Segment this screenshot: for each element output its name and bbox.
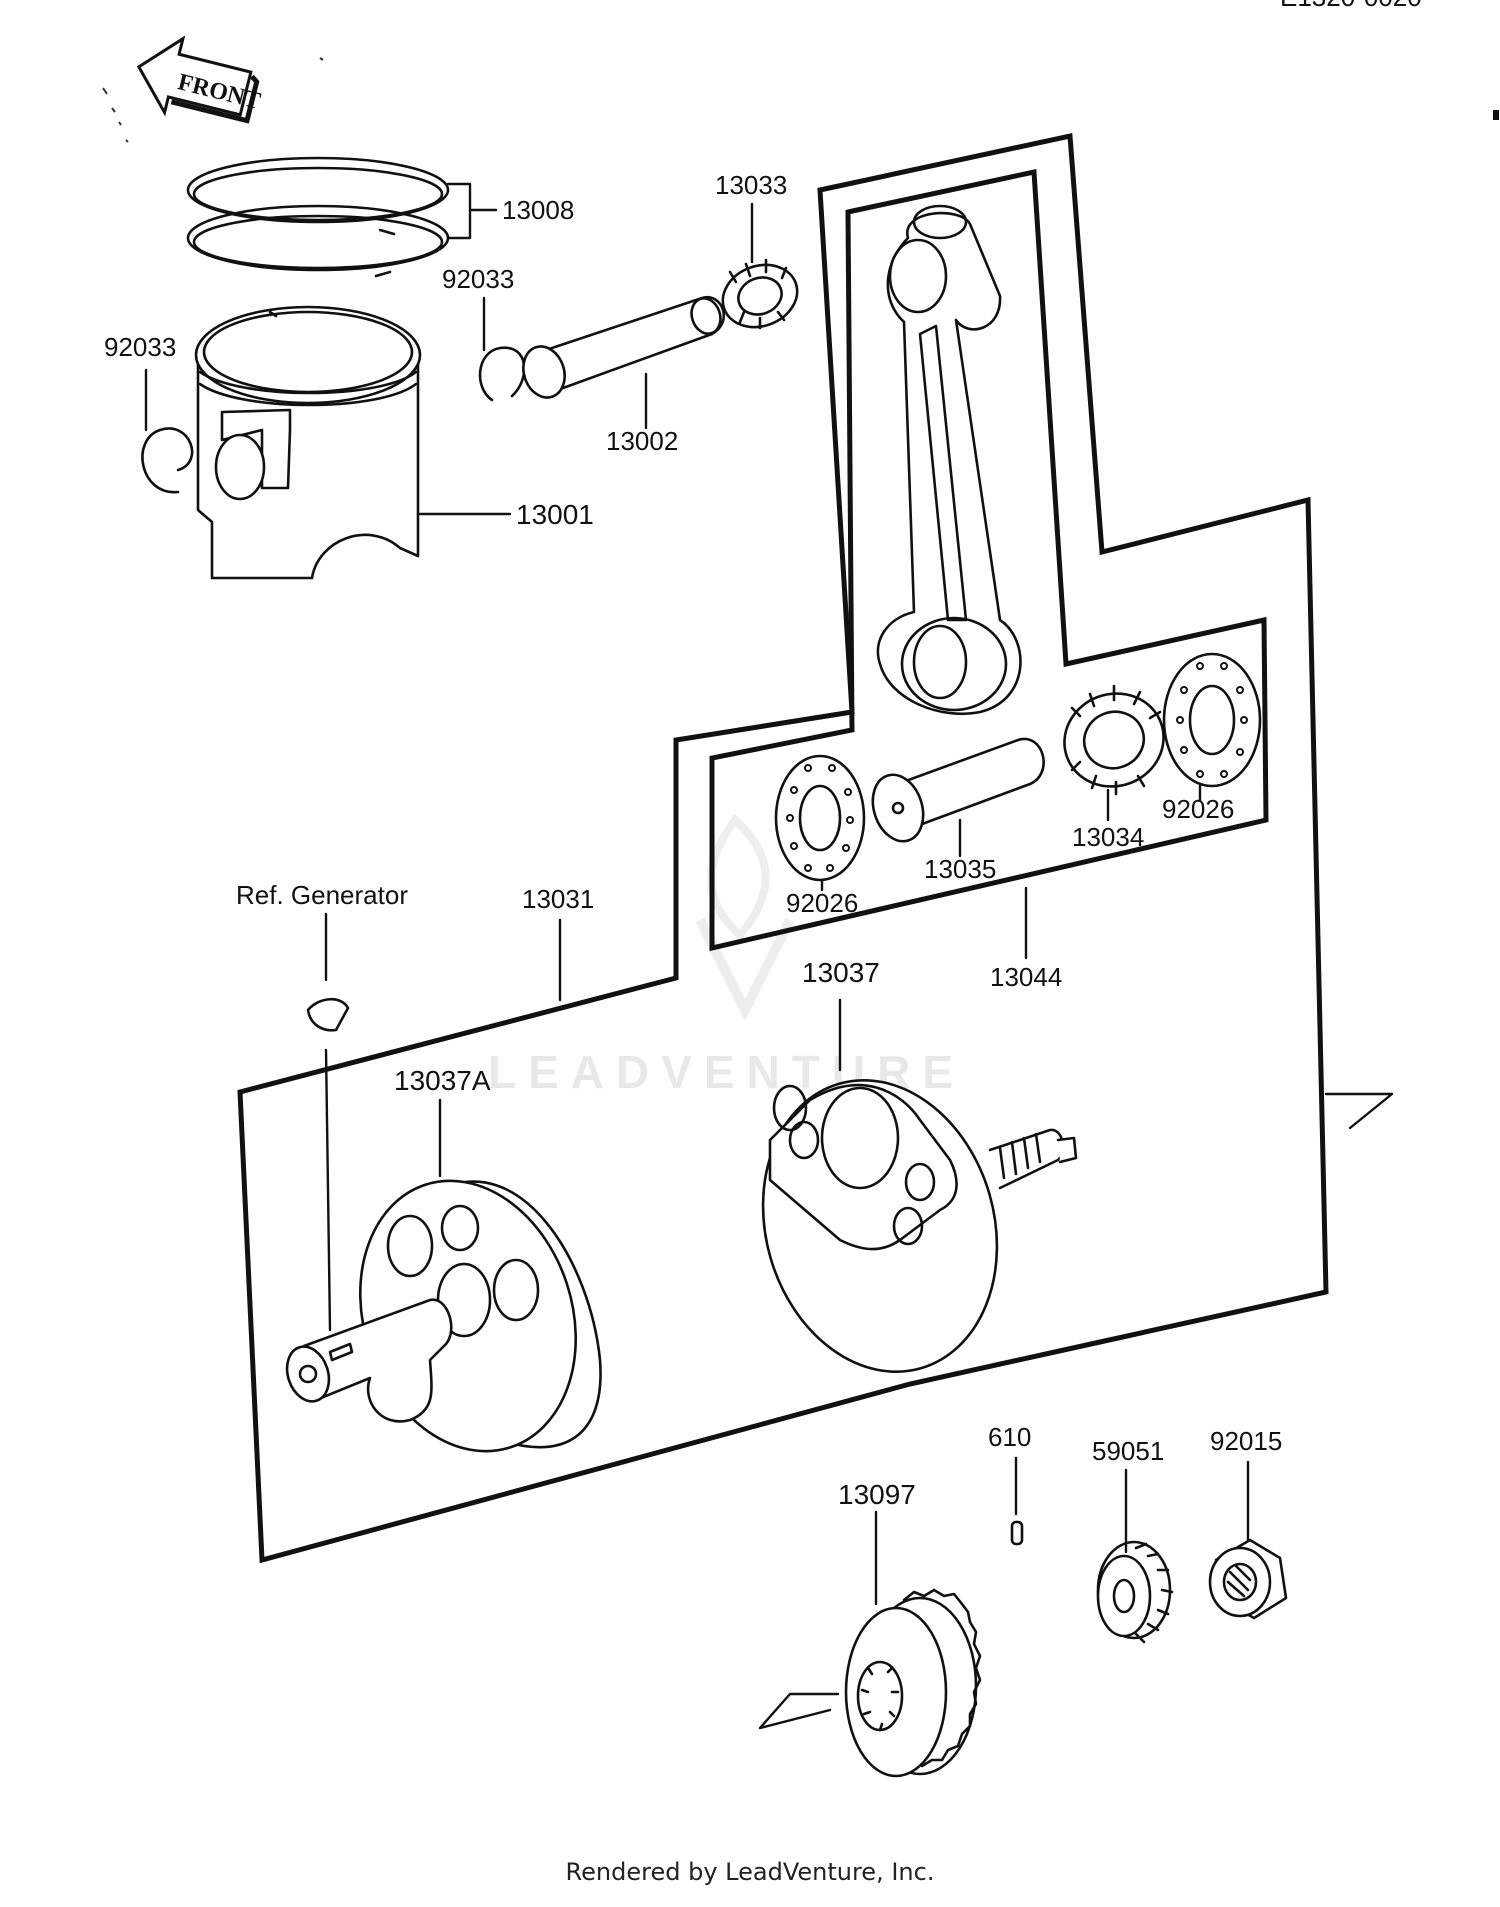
label-ref-generator: Ref. Generator xyxy=(236,880,408,910)
label-13008: 13008 xyxy=(502,195,574,225)
leader-13008 xyxy=(446,182,498,240)
crank-pin xyxy=(871,737,1045,843)
label-13034: 13034 xyxy=(1072,822,1144,852)
small-gear xyxy=(1096,1540,1174,1644)
scan-specks xyxy=(102,57,324,143)
crank-half-right xyxy=(761,1079,1078,1373)
label-92026-left: 92026 xyxy=(786,888,858,918)
primary-gear xyxy=(844,1588,982,1778)
circlip-right xyxy=(478,346,526,402)
circlip-left xyxy=(141,427,194,494)
label-92015: 92015 xyxy=(1210,1426,1282,1456)
label-92033-left: 92033 xyxy=(104,332,176,362)
thrust-washer-right xyxy=(1162,652,1262,788)
label-13031: 13031 xyxy=(522,884,594,914)
connecting-rod-assembly-outline xyxy=(709,168,1269,952)
label-13037A: 13037A xyxy=(394,1065,491,1096)
outer-ref-lines xyxy=(1324,1092,1394,1130)
footer-credit: Rendered by LeadVenture, Inc. xyxy=(565,1858,935,1886)
label-13035: 13035 xyxy=(924,854,996,884)
woodruff-key xyxy=(306,997,350,1032)
edge-mark xyxy=(1493,110,1499,120)
lower-ref-lines xyxy=(758,1692,840,1730)
label-13001: 13001 xyxy=(516,499,594,530)
label-92033-right: 92033 xyxy=(442,264,514,294)
label-13097: 13097 xyxy=(838,1479,916,1510)
dowel-pin xyxy=(1010,1520,1024,1546)
piston xyxy=(194,305,422,580)
label-610: 610 xyxy=(988,1422,1031,1452)
piston-pin xyxy=(522,295,725,399)
diagram-ref-code: E1320-0020 xyxy=(1280,0,1422,12)
hex-nut xyxy=(1208,1538,1288,1620)
leader-ref-generator-2 xyxy=(324,1048,332,1332)
label-59051: 59051 xyxy=(1092,1436,1164,1466)
crankshaft-assembly-outline xyxy=(237,132,1329,1564)
label-13033: 13033 xyxy=(715,170,787,200)
label-13037: 13037 xyxy=(802,957,880,988)
big-end-bearing xyxy=(1063,684,1165,796)
label-92026-right: 92026 xyxy=(1162,794,1234,824)
front-arrow: FRONT xyxy=(136,35,263,124)
label-13002: 13002 xyxy=(606,426,678,456)
crank-half-left xyxy=(285,1179,602,1453)
connecting-rod xyxy=(876,204,1022,716)
piston-rings xyxy=(186,156,450,278)
label-13044: 13044 xyxy=(990,962,1062,992)
small-end-bearing xyxy=(721,258,799,330)
thrust-washer-left xyxy=(774,754,866,882)
